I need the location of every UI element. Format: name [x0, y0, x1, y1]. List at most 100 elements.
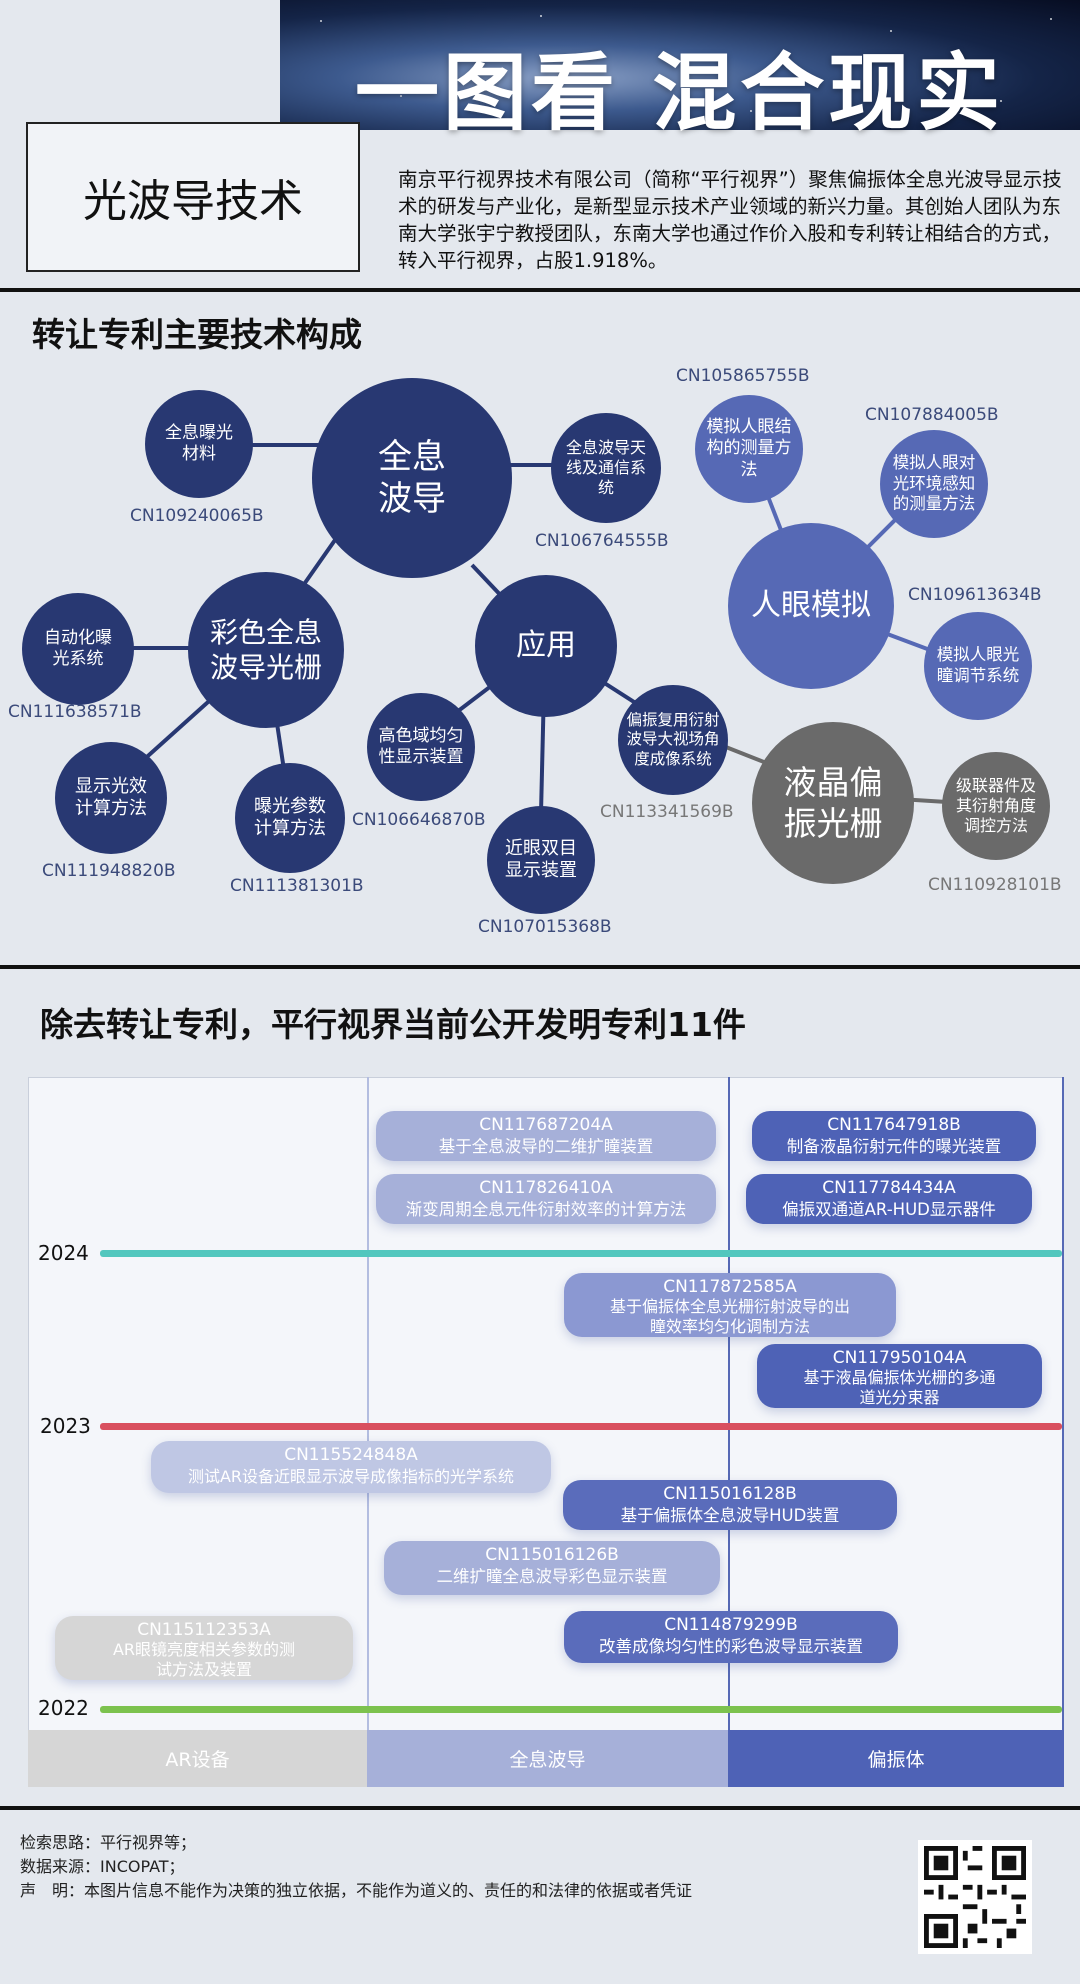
patent-title: 测试AR设备近眼显示波导成像指标的光学系统 — [187, 1467, 515, 1486]
patent-id: CN114879299B — [664, 1615, 798, 1635]
column-divider — [1062, 1077, 1064, 1787]
patent-id: CN117647918B — [827, 1115, 961, 1135]
column-divider — [728, 1077, 730, 1787]
patent-title: 基于液晶偏振体光栅的多通道光分束器 — [803, 1368, 996, 1407]
column-holographic: 全息波导 — [367, 1730, 728, 1787]
patent-id: CN115524848A — [284, 1445, 418, 1465]
node-polar-mux: 偏振复用衍射波导大视场角度成像系统 — [618, 685, 728, 795]
hub-holographic-waveguide: 全息波导 — [312, 378, 512, 578]
patent-card: CN117872585A 基于偏振体全息光栅衍射波导的出瞳效率均匀化调制方法 — [564, 1273, 896, 1337]
patent-id: CN117687204A — [479, 1115, 613, 1135]
patent-card: CN115524848A 测试AR设备近眼显示波导成像指标的光学系统 — [151, 1441, 551, 1493]
patent-label: CN106764555B — [535, 531, 669, 551]
year-line-2024 — [100, 1250, 1062, 1257]
patent-id: CN117950104A — [832, 1348, 967, 1368]
footer-source: 数据来源：INCOPAT； — [20, 1857, 185, 1876]
node-near-eye: 近眼双目显示装置 — [487, 806, 595, 914]
column-ar-device: AR设备 — [28, 1730, 367, 1787]
hub-lc-grating: 液晶偏振光栅 — [752, 722, 914, 884]
node-exposure-param: 曝光参数计算方法 — [235, 763, 345, 873]
patent-label: CN110928101B — [928, 875, 1062, 895]
patent-title: 基于偏振体全息波导HUD装置 — [620, 1506, 840, 1525]
patent-label: CN111948820B — [42, 861, 176, 881]
patent-label: CN107884005B — [865, 405, 999, 425]
node-label: 曝光参数计算方法 — [254, 795, 326, 840]
hub-app-label: 应用 — [516, 628, 576, 664]
patent-card: CN117950104A 基于液晶偏振体光栅的多通道光分束器 — [757, 1344, 1042, 1408]
column-polarization: 偏振体 — [728, 1730, 1064, 1787]
hub-holo-label: 全息波导 — [378, 436, 446, 520]
node-display-efficiency: 显示光效计算方法 — [55, 742, 167, 854]
patent-label: CN113341569B — [600, 802, 734, 822]
node-label: 模拟人眼对光环境感知的测量方法 — [892, 453, 976, 514]
hub-color-grating: 彩色全息波导光栅 — [188, 572, 344, 728]
node-label: 近眼双目显示装置 — [505, 837, 577, 882]
patent-title: 二维扩瞳全息波导彩色显示装置 — [436, 1567, 668, 1586]
hub-eye-simulation: 人眼模拟 — [728, 523, 894, 689]
patent-card: CN114879299B 改善成像均匀性的彩色波导显示装置 — [564, 1611, 898, 1663]
node-auto-exposure: 自动化曝光系统 — [22, 593, 134, 705]
patent-id: CN117872585A — [663, 1277, 797, 1297]
patent-label: CN107015368B — [478, 917, 612, 937]
footer-search: 检索思路：平行视界等； — [20, 1833, 197, 1852]
patent-card: CN117647918B 制备液晶衍射元件的曝光装置 — [752, 1111, 1036, 1161]
subject-box: 光波导技术 — [26, 122, 360, 272]
footer-disclaimer: 声 明：本图片信息不能作为决策的独立依据，不能作为道义的、责任的和法律的依据或者… — [20, 1881, 693, 1900]
patent-card: CN117687204A 基于全息波导的二维扩瞳装置 — [376, 1111, 716, 1161]
section-title-patents: 除去转让专利，平行视界当前公开发明专利11件 — [40, 1005, 746, 1044]
patent-label: CN109613634B — [908, 585, 1042, 605]
divider — [0, 288, 1080, 292]
node-cascade: 级联器件及其衍射角度调控方法 — [942, 752, 1050, 860]
patent-id: CN115016128B — [663, 1484, 797, 1504]
patent-title: 基于偏振体全息光栅衍射波导的出瞳效率均匀化调制方法 — [609, 1297, 850, 1336]
patent-id: CN117826410A — [479, 1178, 613, 1198]
node-label: 偏振复用衍射波导大视场角度成像系统 — [626, 710, 720, 768]
patent-label: CN111381301B — [230, 876, 364, 896]
year-label: 2022 — [38, 1696, 89, 1720]
patent-title: AR眼镜亮度相关参数的测试方法及装置 — [112, 1640, 296, 1679]
year-line-2023 — [100, 1423, 1062, 1430]
hub-color-label: 彩色全息波导光栅 — [209, 616, 322, 684]
node-label: 显示光效计算方法 — [75, 775, 147, 820]
patent-id: CN117784434A — [822, 1178, 956, 1198]
node-label: 级联器件及其衍射角度调控方法 — [955, 776, 1036, 835]
patent-card: CN115016128B 基于偏振体全息波导HUD装置 — [563, 1480, 897, 1530]
divider — [0, 1806, 1080, 1810]
patent-card: CN117826410A 渐变周期全息元件衍射效率的计算方法 — [376, 1174, 716, 1224]
patent-card: CN115016126B 二维扩瞳全息波导彩色显示装置 — [384, 1541, 720, 1595]
qr-code[interactable] — [918, 1840, 1032, 1954]
node-exposure-material: 全息曝光材料 — [145, 390, 253, 498]
patent-id: CN115016126B — [485, 1545, 619, 1565]
header-banner — [280, 0, 1080, 130]
year-label: 2024 — [38, 1241, 89, 1265]
subject-title: 光波导技术 — [83, 176, 303, 227]
patent-title: 偏振双通道AR-HUD显示器件 — [782, 1200, 996, 1219]
hub-application: 应用 — [475, 575, 617, 717]
hub-lc-label: 液晶偏振光栅 — [783, 762, 883, 843]
year-line-2022 — [100, 1706, 1062, 1713]
hub-eye-label: 人眼模拟 — [751, 588, 871, 624]
node-eye-light: 模拟人眼对光环境感知的测量方法 — [880, 430, 988, 538]
patent-label: CN111638571B — [8, 702, 142, 722]
column-divider — [367, 1077, 369, 1787]
patent-title: 改善成像均匀性的彩色波导显示装置 — [599, 1637, 863, 1656]
patent-id: CN115112353A — [137, 1620, 271, 1640]
patent-label: CN109240065B — [130, 506, 264, 526]
node-label: 全息曝光材料 — [165, 422, 233, 464]
page-title: 一图看 混合现实 — [355, 44, 1005, 142]
node-waveguide-antenna: 全息波导天线及通信系统 — [551, 413, 661, 523]
qr-code-icon — [924, 1846, 1026, 1948]
patent-label: CN106646870B — [352, 810, 486, 830]
patent-title: 渐变周期全息元件衍射效率的计算方法 — [405, 1200, 687, 1219]
node-label: 高色域均匀性显示装置 — [378, 725, 464, 767]
node-label: 全息波导天线及通信系统 — [565, 438, 646, 497]
patent-title: 制备液晶衍射元件的曝光装置 — [786, 1137, 1002, 1156]
patent-label: CN105865755B — [676, 366, 810, 386]
node-label: 模拟人眼结构的测量方法 — [706, 417, 792, 480]
node-pupil: 模拟人眼光瞳调节系统 — [924, 612, 1032, 720]
patent-title: 基于全息波导的二维扩瞳装置 — [438, 1137, 654, 1156]
intro-text: 南京平行视界技术有限公司（简称“平行视界”）聚焦偏振体全息光波导显示技术的研发与… — [398, 168, 1062, 272]
node-eye-structure: 模拟人眼结构的测量方法 — [695, 395, 803, 503]
patent-card: CN115112353A AR眼镜亮度相关参数的测试方法及装置 — [55, 1616, 353, 1680]
section-title-transfer: 转让专利主要技术构成 — [32, 315, 362, 354]
